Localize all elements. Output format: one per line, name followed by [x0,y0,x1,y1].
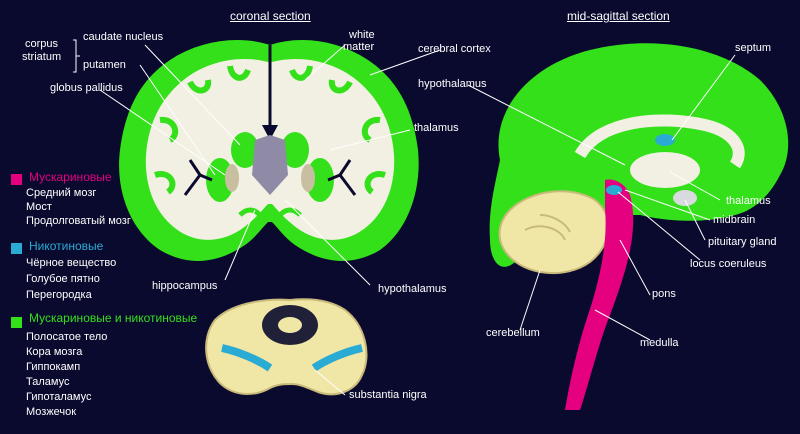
coronal-header: coronal section [230,9,311,23]
label-hippocampus: hippocampus [152,280,218,292]
aqueduct [278,317,302,333]
globus-right [301,164,315,192]
label-matter: matter [343,41,375,53]
label-hypothalamus-sagittal: hypothalamus [418,78,487,90]
legend-item: Мост [26,201,52,213]
insula-right [327,159,357,196]
legend-item: Гиппокамп [26,361,81,373]
leader-lines [73,39,736,396]
label-midbrain: midbrain [713,214,756,226]
legend-swatch-nicotinic [11,243,22,254]
pituitary [673,190,697,206]
legend-title-both: Мускариновые и никотиновые [29,311,198,325]
corpus-callosum [574,114,745,169]
label-putamen: putamen [83,59,126,71]
insula-left [183,159,213,196]
legend-item: Перегородка [26,289,92,301]
septum-spot [655,134,675,146]
caudate-left [231,132,259,168]
sagittal-cerebellum [498,190,610,275]
legend-item: Чёрное вещество [26,257,117,269]
legend-swatch-both [11,317,22,328]
legend-item: Продолговатый мозг [26,215,131,227]
label-thalamus-coronal: thalamus [414,122,459,134]
label-thalamus-sagittal: thalamus [726,195,771,207]
coronal-thalamus [252,135,288,195]
label-hypothalamus-coronal: hypothalamus [378,283,447,295]
label-cerebral-cortex: cerebral cortex [418,43,491,55]
legend-item: Таламус [26,376,70,388]
legend-item: Голубое пятно [26,273,100,285]
midbrain-outline [205,298,368,396]
label-medulla: medulla [640,337,679,349]
label-septum: septum [735,42,772,54]
label-pituitary-gland: pituitary gland [708,236,777,248]
legend-title-muscarinic: Мускариновые [29,170,112,184]
label-pons: pons [652,288,676,300]
label-white: white [349,29,375,41]
sagittal-section [489,43,789,410]
label-locus-coeruleus: locus coeruleus [690,258,767,270]
midbrain-section [205,298,368,396]
legend-item: Средний мозг [26,187,97,199]
label-corpus: corpus [25,38,59,50]
hippocampus-left [238,207,265,221]
cerebellum-folia [524,214,571,241]
legend-title-nicotinic: Никотиновые [29,239,104,253]
caudate-right [281,132,309,168]
coronal-gyri [154,65,386,195]
label-caudate-nucleus: caudate nucleus [83,31,164,43]
legend-item: Кора мозга [26,346,83,358]
ventricle-top [262,125,278,140]
globus-left [225,164,239,192]
sagittal-header: mid-sagittal section [567,9,670,23]
sagittal-brainstem [565,179,634,410]
coronal-section [119,40,419,261]
label-globus-pallidus: globus pallidus [50,82,123,94]
legend-item: Гипоталамус [26,391,92,403]
substantia-nigra-band [221,344,363,372]
label-striatum: striatum [22,51,62,63]
legend-item: Полосатое тело [26,331,108,343]
legend-item: Мозжечок [26,406,77,418]
label-cerebellum: cerebellum [486,327,540,339]
label-substantia-nigra: substantia nigra [349,389,427,401]
legend-swatch-muscarinic [11,174,22,185]
